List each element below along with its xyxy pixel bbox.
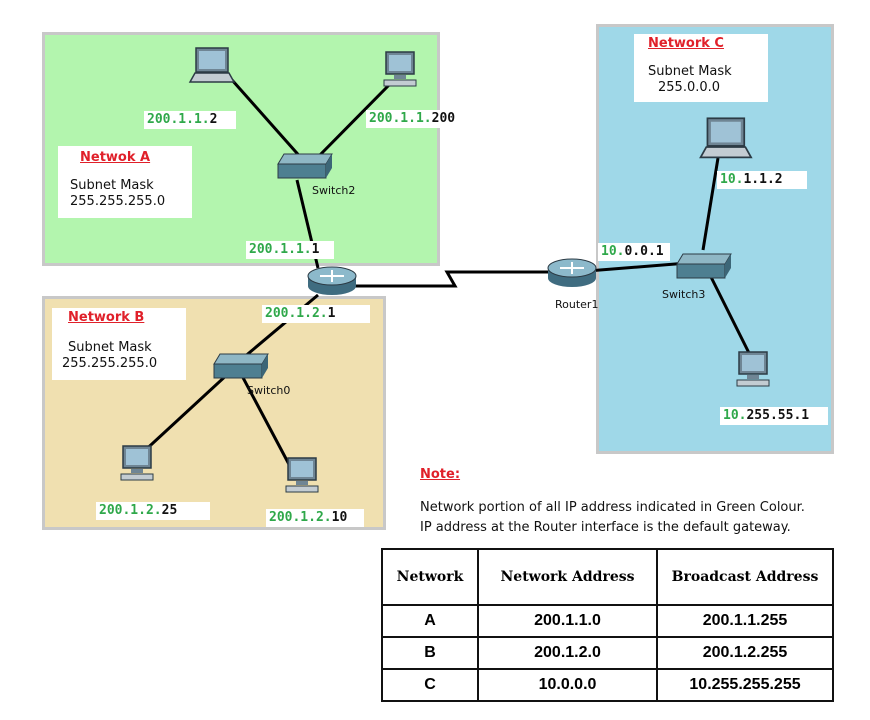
switch3-label: Switch3 — [662, 288, 706, 301]
switch3-icon[interactable] — [675, 252, 733, 280]
cell-network: A — [381, 604, 479, 638]
ip-gateway-a: 200.1.1.1 — [246, 241, 334, 259]
switch0-label: Switch0 — [247, 384, 291, 397]
router1-label: Router1 — [555, 298, 599, 311]
cell-network: C — [381, 668, 479, 702]
cell-broadcast-address: 200.1.1.255 — [656, 604, 834, 638]
cell-network-address: 10.0.0.0 — [477, 668, 658, 702]
network-a-title: Netwok A — [80, 150, 151, 165]
desktop-pc-icon[interactable] — [380, 50, 420, 88]
cell-network: B — [381, 636, 479, 670]
network-c-mask-label: Subnet Mask — [648, 64, 732, 79]
table-header-row: Network Network Address Broadcast Addres… — [381, 548, 834, 606]
link-laptop-a-switch2 — [230, 79, 305, 161]
network-c-title: Network C — [648, 36, 724, 51]
network-b-mask: 255.255.255.0 — [62, 356, 158, 371]
desktop-pc-icon[interactable] — [117, 444, 157, 482]
network-a-mask-label: Subnet Mask — [70, 178, 154, 193]
ip-laptop-c: 10.1.1.2 — [717, 171, 807, 189]
laptop-icon[interactable] — [188, 46, 238, 86]
desktop-pc-icon[interactable] — [282, 456, 322, 494]
note-title: Note: — [420, 467, 461, 482]
ip-laptop-a: 200.1.1.2 — [144, 111, 236, 129]
ip-gateway-b: 200.1.2.1 — [262, 305, 370, 323]
network-c-mask: 255.0.0.0 — [658, 80, 721, 95]
network-a-info: Netwok A Subnet Mask 255.255.255.0 — [58, 146, 192, 218]
ip-pc-b1: 200.1.2.25 — [96, 502, 210, 520]
ip-gateway-c: 10.0.0.1 — [598, 243, 670, 261]
network-b-title: Network B — [68, 310, 145, 325]
network-c-info: Network C Subnet Mask 255.0.0.0 — [634, 34, 768, 102]
link-laptop-c-switch3 — [701, 157, 720, 251]
cell-network-address: 200.1.1.0 — [477, 604, 658, 638]
table-row: A 200.1.1.0 200.1.1.255 — [381, 604, 834, 638]
table-row: B 200.1.2.0 200.1.2.255 — [381, 636, 834, 670]
ip-pc-a: 200.1.1.200 — [366, 110, 468, 128]
cell-broadcast-address: 200.1.2.255 — [656, 636, 834, 670]
note-line-1: Network portion of all IP address indica… — [420, 500, 805, 515]
link-switch0-pc-b2 — [238, 371, 294, 471]
link-switch3-pc-c — [703, 264, 752, 356]
router0-icon[interactable] — [306, 266, 358, 296]
switch2-label: Switch2 — [312, 184, 356, 197]
desktop-pc-icon[interactable] — [733, 350, 773, 388]
link-switch0-pc-b1 — [138, 370, 232, 457]
laptop-icon[interactable] — [698, 116, 756, 162]
switch0-icon[interactable] — [212, 352, 270, 380]
network-b-mask-label: Subnet Mask — [68, 340, 152, 355]
ip-pc-b2: 200.1.2.10 — [266, 509, 364, 527]
router1-icon[interactable] — [546, 258, 598, 288]
link-router0-router1-serial — [345, 270, 558, 288]
header-broadcast-address: Broadcast Address — [656, 548, 834, 606]
cell-broadcast-address: 10.255.255.255 — [656, 668, 834, 702]
note-line-2: IP address at the Router interface is th… — [420, 520, 791, 535]
address-table: Network Network Address Broadcast Addres… — [381, 548, 834, 702]
link-pc-a-switch2 — [313, 80, 394, 162]
table-row: C 10.0.0.0 10.255.255.255 — [381, 668, 834, 702]
header-network: Network — [381, 548, 479, 606]
cell-network-address: 200.1.2.0 — [477, 636, 658, 670]
header-network-address: Network Address — [477, 548, 658, 606]
switch2-icon[interactable] — [276, 152, 334, 180]
network-a-mask: 255.255.255.0 — [70, 194, 166, 209]
ip-pc-c: 10.255.55.1 — [720, 407, 828, 425]
network-b-info: Network B Subnet Mask 255.255.255.0 — [52, 308, 186, 380]
